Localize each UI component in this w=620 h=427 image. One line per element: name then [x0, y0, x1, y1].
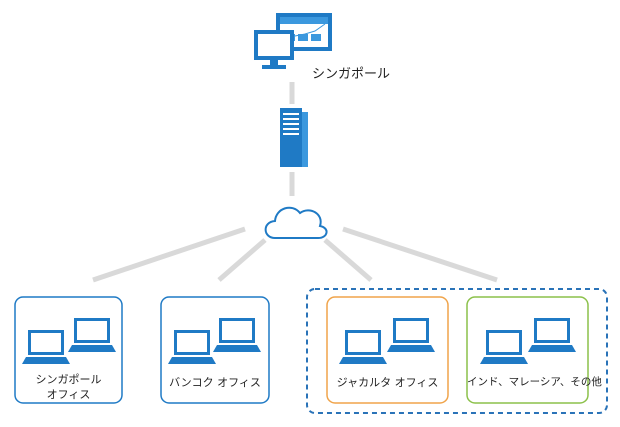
server-tower-icon — [280, 108, 308, 167]
office-label-line2: オフィス — [46, 388, 91, 401]
link-cloud-jakarta — [323, 238, 373, 282]
regional-group-border — [306, 288, 608, 414]
link-cloud-singapore — [92, 226, 246, 283]
link-cloud-bangkok — [217, 238, 267, 282]
office-label-singapore: シンガポール オフィス — [15, 372, 122, 402]
hq-label: シンガポール — [312, 67, 391, 82]
office-label-india: インド、マレーシア、その他 — [467, 375, 602, 390]
office-label-line1: インド、マレーシア、その他 — [467, 376, 602, 388]
desktop-monitors-icon — [254, 13, 332, 69]
cloud-icon — [264, 206, 328, 239]
office-label-line1: ジャカルタ オフィス — [336, 376, 439, 389]
connection-lines — [92, 82, 498, 283]
office-label-line1: シンガポール — [35, 373, 102, 386]
office-label-bangkok: バンコク オフィス — [161, 375, 269, 390]
office-label-jakarta: ジャカルタ オフィス — [327, 375, 448, 390]
link-cloud-india — [342, 226, 498, 283]
office-label-line1: バンコク オフィス — [169, 376, 261, 389]
